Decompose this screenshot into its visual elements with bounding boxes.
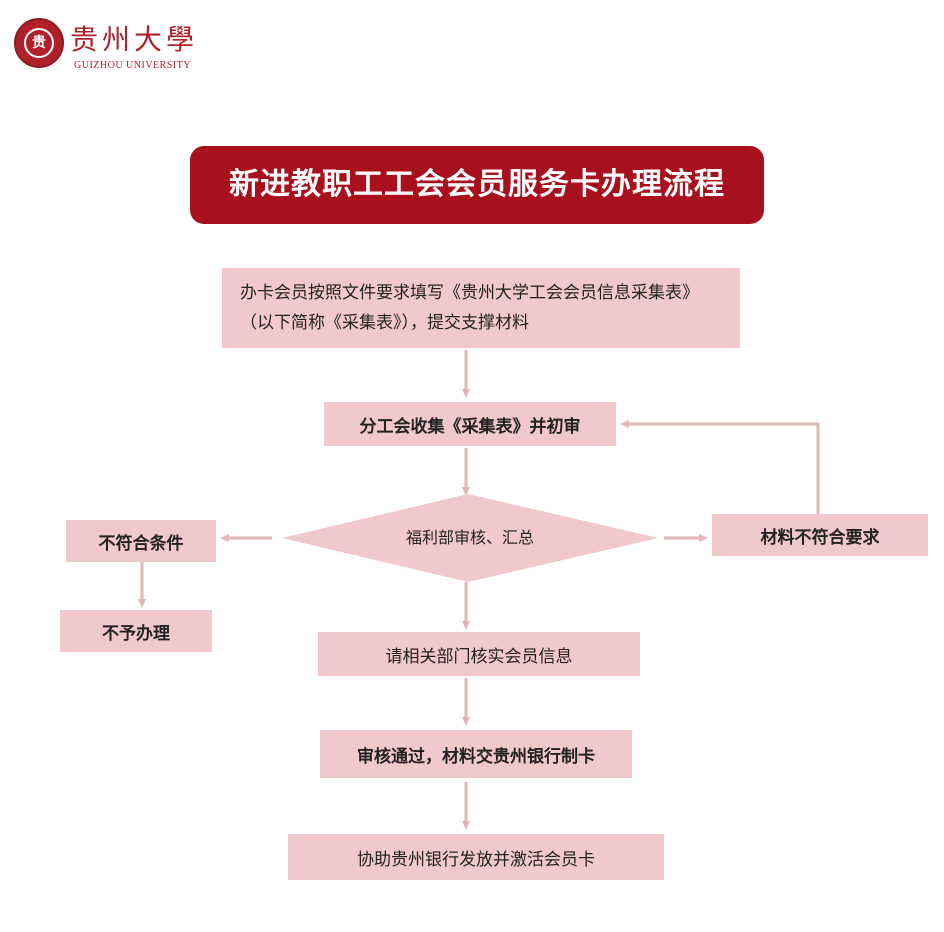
page-title: 新进教职工工会会员服务卡办理流程 — [190, 146, 764, 224]
step-initial-review: 分工会收集《采集表》并初审 — [324, 402, 616, 446]
logo-name-en: GUIZHOU UNIVERSITY — [74, 60, 192, 71]
university-logo: 贵 贵州大學 GUIZHOU UNIVERSITY — [14, 14, 214, 76]
decision-label: 福利部审核、汇总 — [405, 528, 534, 547]
seal-emblem: 贵 — [24, 28, 54, 58]
step-not-eligible: 不符合条件 — [66, 520, 216, 562]
step-materials-incomplete: 材料不符合要求 — [712, 514, 928, 556]
step-verify-info: 请相关部门核实会员信息 — [318, 632, 640, 676]
step-issue-activate-card: 协助贵州银行发放并激活会员卡 — [288, 834, 664, 880]
arrow-incomplete-to-step2 — [620, 420, 820, 514]
step-not-processed: 不予办理 — [60, 610, 212, 652]
decision-diamond — [282, 494, 658, 582]
step-submit-form: 办卡会员按照文件要求填写《贵州大学工会会员信息采集表》（以下简称《采集表》），提… — [222, 268, 740, 348]
step-approved-card-making: 审核通过，材料交贵州银行制卡 — [320, 730, 632, 778]
logo-name-cn: 贵州大學 — [70, 23, 199, 56]
university-seal-icon: 贵 — [14, 18, 64, 68]
